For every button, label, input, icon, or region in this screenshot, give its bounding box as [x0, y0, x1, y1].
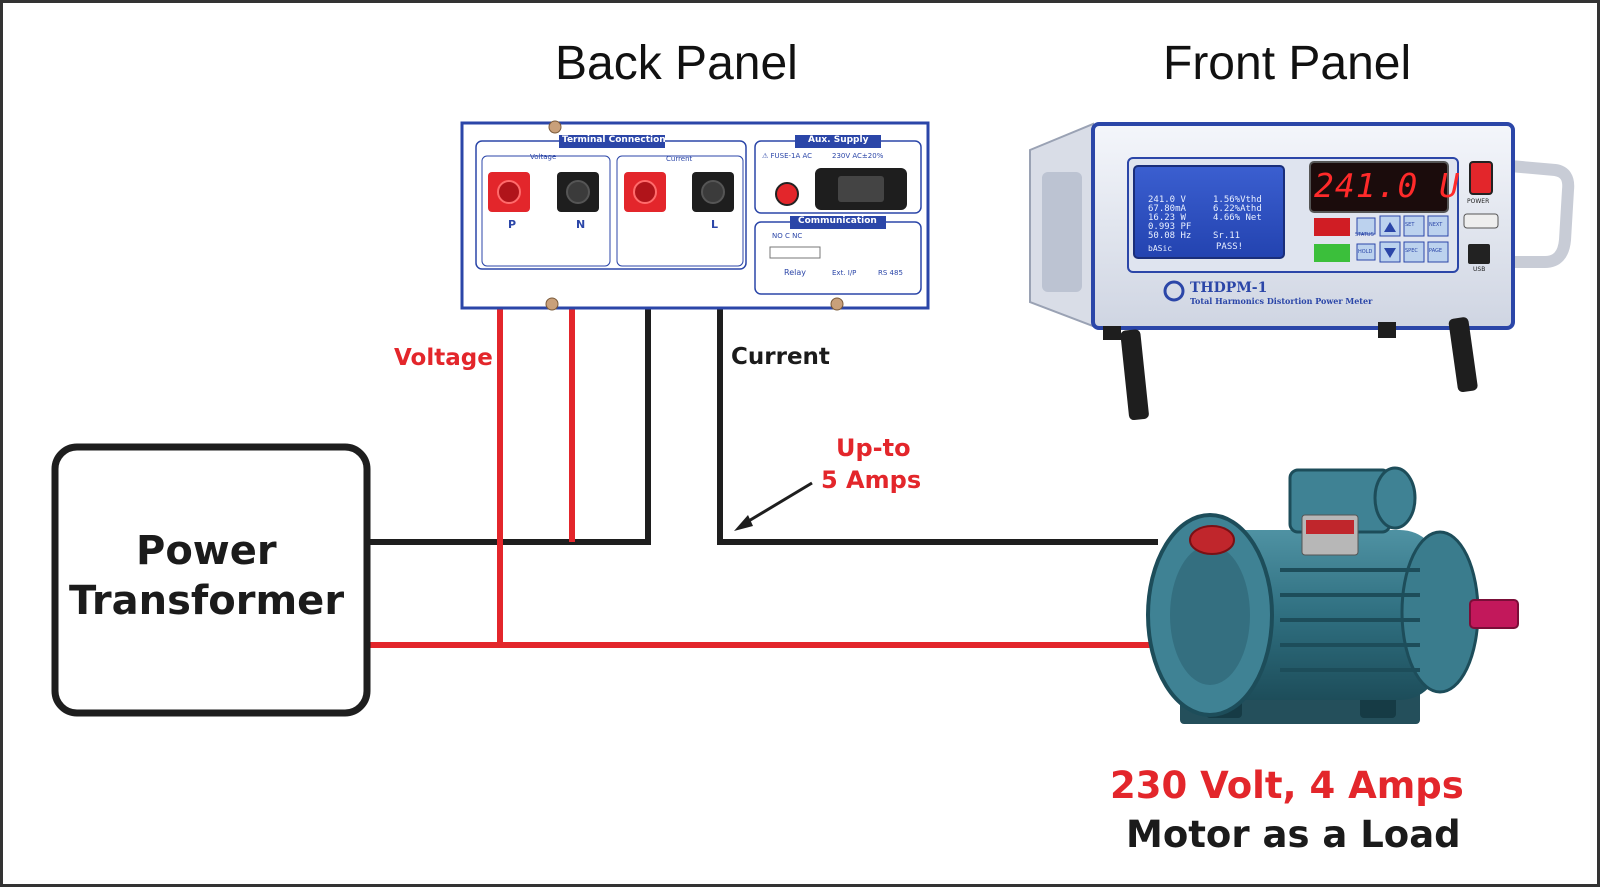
lcd-right-line: 1.56%Vthd: [1213, 195, 1262, 205]
fuse-label: ⚠ FUSE-1A AC: [762, 152, 813, 160]
power-transformer-box: [51, 443, 371, 717]
supply-rating-label: 230V AC±20%: [832, 152, 884, 160]
relay-label: Relay: [784, 268, 806, 277]
next-button-label: NEXT: [1429, 222, 1443, 228]
hold-button-label: HOLD: [1358, 249, 1373, 255]
front-panel-device: [1029, 122, 1575, 421]
transformer-label-line1: Power: [136, 528, 277, 574]
aux-supply-label: Aux. Supply: [808, 135, 869, 145]
rs485-label: RS 485: [878, 269, 903, 277]
lcd-left-line: 16.23 W: [1148, 213, 1186, 223]
motor-load-label: Motor as a Load: [1126, 813, 1461, 856]
upto-label-line2: 5 Amps: [821, 466, 922, 494]
black-wire-motor: [717, 210, 1158, 545]
communication-label: Communication: [798, 216, 877, 226]
current-label: Current: [731, 344, 830, 370]
lcd-right-column: 1.56%Vthd 6.22%Athd 4.66% Net Sr.11: [1213, 196, 1262, 241]
lcd-right-line: 4.66% Net: [1213, 213, 1262, 223]
usb-label: USB: [1473, 266, 1486, 273]
lcd-left-line: 241.0 V: [1148, 195, 1186, 205]
model-label: THDPM-1: [1190, 280, 1268, 296]
page-button-label: PAGE: [1429, 248, 1443, 254]
upto-arrow: [741, 481, 813, 527]
transformer-label-line2: Transformer: [69, 578, 345, 624]
bp-current-label: Current: [666, 155, 693, 163]
set-button-label: SET: [1405, 222, 1415, 228]
lcd-left-line: 0.993 PF: [1148, 222, 1192, 232]
motor-rating-label: 230 Volt, 4 Amps: [1110, 764, 1464, 807]
terminal-l-label: L: [711, 218, 719, 231]
lcd-right-line: 6.22%Athd: [1213, 204, 1262, 214]
lcd-status: PASS!: [1216, 242, 1244, 252]
lcd-left-column: 241.0 V 67.80mA 16.23 W 0.993 PF 50.08 H…: [1148, 196, 1191, 241]
back-panel: [460, 120, 930, 311]
lcd-mode: bASic: [1148, 244, 1173, 253]
model-desc-label: Total Harmonics Distortion Power Meter: [1190, 296, 1373, 306]
voltage-label: Voltage: [394, 345, 493, 371]
no-c-nc-label: NO C NC: [772, 232, 803, 240]
spec-button-label: SPEC: [1405, 248, 1418, 254]
upto-arrowhead: [734, 515, 753, 531]
back-panel-heading: Back Panel: [555, 37, 798, 90]
terminal-n-label: N: [576, 218, 586, 231]
lcd-left-line: 67.80mA: [1148, 204, 1186, 214]
bp-voltage-label: Voltage: [530, 153, 557, 161]
upto-label-line1: Up-to: [836, 434, 911, 462]
lcd-right-line: Sr.11: [1213, 231, 1241, 241]
terminal-p-label: P: [508, 218, 517, 231]
black-wire-transformer: [367, 210, 651, 545]
front-panel-heading: Front Panel: [1163, 37, 1412, 90]
led-display: 241.0 U: [1314, 166, 1461, 205]
power-label: POWER: [1467, 198, 1490, 205]
motor-image: [1146, 466, 1519, 724]
ext-ip-label: Ext. I/P: [832, 269, 857, 277]
terminal-connection-label: Terminal Connection: [562, 135, 666, 145]
status-label: STATUS: [1355, 232, 1374, 238]
lcd-left-line: 50.08 Hz: [1148, 231, 1192, 241]
